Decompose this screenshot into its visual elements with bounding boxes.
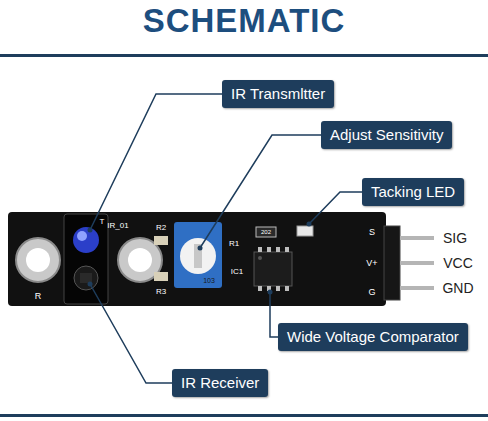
callout-box: IR Receiver	[172, 369, 268, 397]
callout-text: Tacking LED	[371, 183, 455, 200]
pin-label: SIG	[443, 231, 467, 245]
callout-box: Adjust Sensitivity	[321, 121, 452, 149]
callout-box: Tacking LED	[362, 178, 464, 206]
ir-led	[73, 227, 99, 253]
resistor	[154, 236, 168, 245]
top-rule	[0, 54, 488, 57]
resistor-marking: 202	[261, 229, 271, 235]
silkscreen-label: T	[100, 218, 105, 226]
callout-text: Adjust Sensitivity	[330, 126, 443, 143]
pcb-board	[8, 212, 386, 306]
comparator-chip	[254, 252, 292, 286]
mounting-hole	[16, 238, 60, 282]
ir-photodiode	[74, 266, 98, 290]
pin-header	[384, 226, 400, 300]
callout-box: Wide Voltage Comparator	[278, 323, 468, 351]
header-pins	[400, 238, 434, 288]
silkscreen-label: IC1	[231, 268, 243, 276]
pin-label: GND	[442, 281, 473, 295]
callout-text: IR Transmltter	[231, 85, 325, 102]
silkscreen-label: S	[369, 228, 375, 237]
ir-housing	[64, 214, 108, 304]
silkscreen-label: R1	[229, 240, 239, 248]
silkscreen-label: G	[368, 288, 375, 297]
pin-label: VCC	[443, 256, 473, 270]
led-highlight	[77, 231, 87, 241]
leader-dots	[88, 222, 312, 295]
chip-pins	[258, 247, 289, 291]
potentiometer	[174, 222, 222, 288]
pot-marking: 103	[203, 277, 215, 284]
diode-face	[80, 273, 92, 283]
pin-dot	[258, 256, 262, 260]
silkscreen-label: R3	[156, 288, 166, 296]
page-title: SCHEMATIC	[0, 2, 488, 40]
pot-knob	[180, 238, 216, 274]
hole-center	[128, 248, 152, 272]
hole-center	[26, 248, 50, 272]
silkscreen-label: R	[35, 292, 42, 301]
pot-slot	[194, 244, 202, 268]
silkscreen-label: R2	[156, 224, 166, 232]
resistor	[154, 272, 168, 281]
silkscreen-label: V+	[366, 259, 377, 268]
callout-text: IR Receiver	[181, 374, 259, 391]
tracking-led	[297, 226, 313, 236]
bottom-rule	[0, 414, 488, 417]
silkscreen-label: IR_01	[107, 222, 128, 230]
callout-box: IR Transmltter	[222, 80, 334, 108]
resistor	[256, 227, 276, 237]
callout-text: Wide Voltage Comparator	[287, 328, 459, 345]
